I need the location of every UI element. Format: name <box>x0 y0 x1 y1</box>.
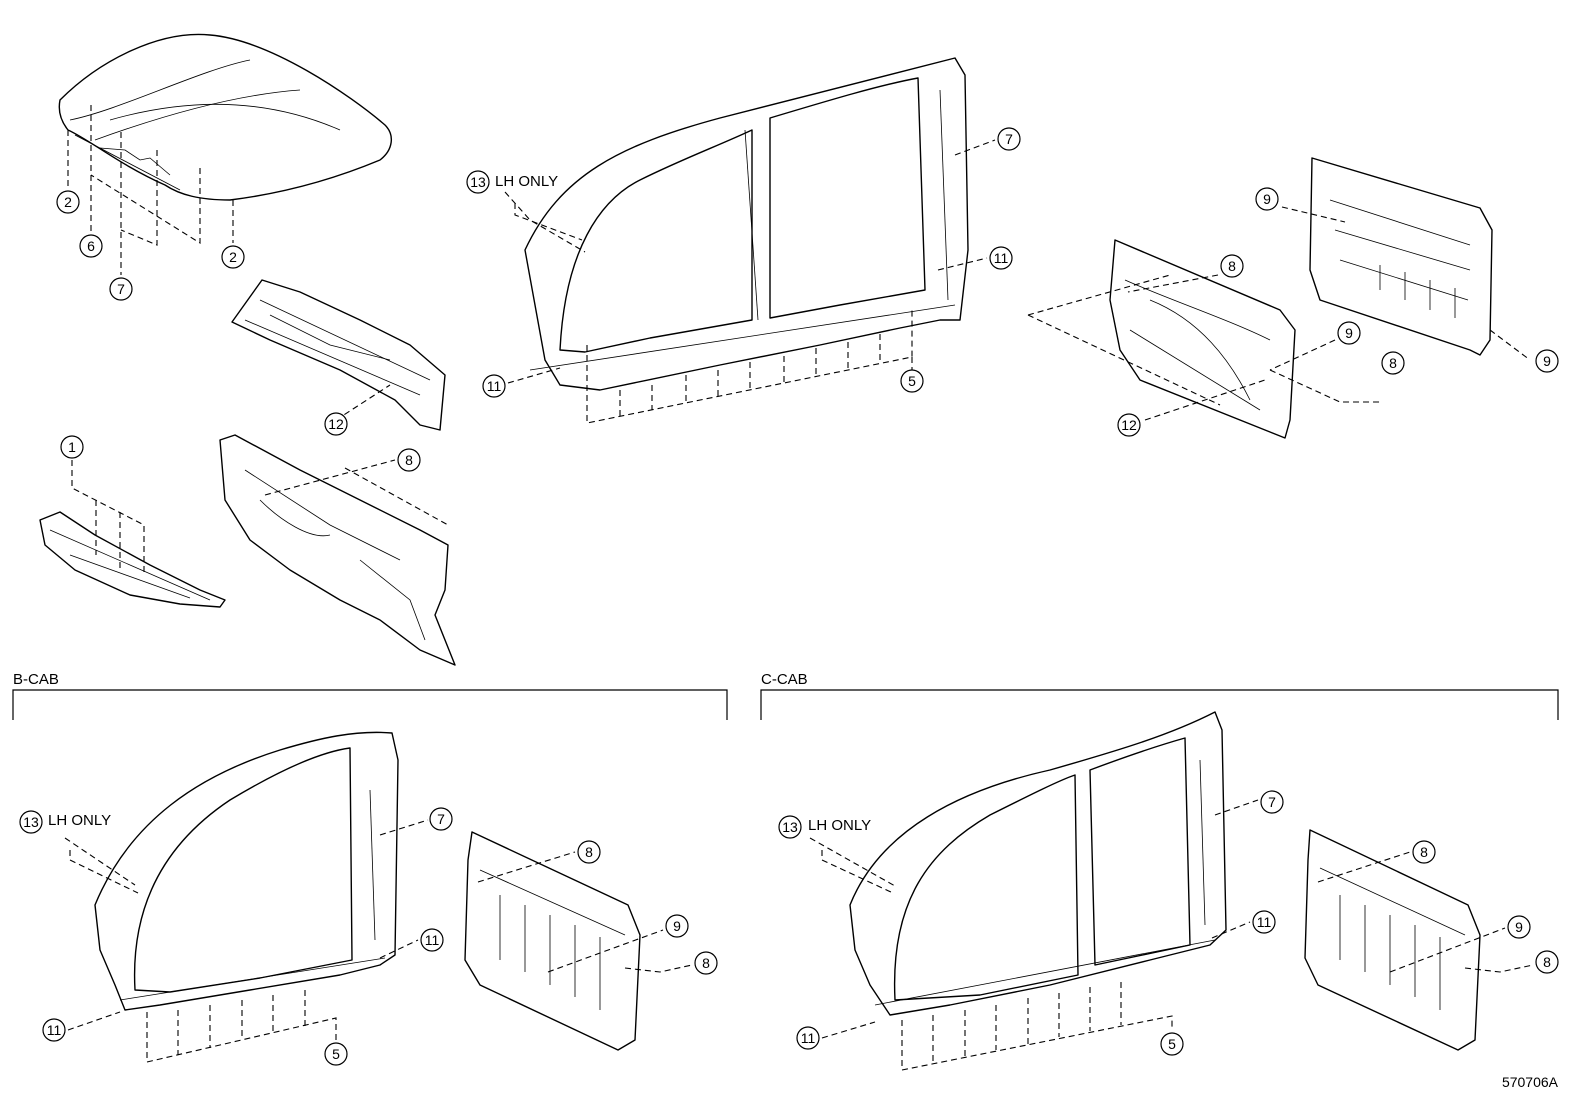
callout-8-back-top: 8 <box>1220 254 1244 278</box>
callout-9-back-top: 9 <box>1255 187 1279 211</box>
back-panel-outer <box>1309 157 1493 356</box>
svg-text:11: 11 <box>47 1022 62 1038</box>
callout-5-b-cab: 5 <box>324 1042 348 1066</box>
svg-text:8: 8 <box>1543 954 1551 970</box>
callout-8-dash: 8 <box>264 448 449 526</box>
callout-11-main-right: 11 <box>989 246 1013 270</box>
svg-text:2: 2 <box>229 249 237 265</box>
callout-1: 1 <box>60 435 84 459</box>
c-cab-label: C-CAB <box>761 671 808 688</box>
callout-9-back-mid: 9 <box>1337 321 1361 345</box>
svg-text:11: 11 <box>1257 914 1272 930</box>
b-cab-section: B-CAB 13 LH ONLY <box>12 671 728 1066</box>
callout-13-c-cab: 13 LH ONLY <box>778 815 871 839</box>
svg-text:13: 13 <box>23 814 39 830</box>
callout-11-main-left: 11 <box>482 374 506 398</box>
svg-text:5: 5 <box>908 373 916 389</box>
side-panel-main <box>524 57 969 391</box>
lh-only-note-b-cab: LH ONLY <box>48 812 111 829</box>
svg-text:9: 9 <box>1345 325 1353 341</box>
c-cab-leaders <box>809 799 1534 1071</box>
svg-text:12: 12 <box>328 416 344 432</box>
callout-13-main: 13 LH ONLY <box>466 170 558 194</box>
svg-text:9: 9 <box>1515 919 1523 935</box>
svg-text:8: 8 <box>1228 258 1236 274</box>
svg-text:9: 9 <box>673 918 681 934</box>
figure-code: 570706A <box>1502 1074 1559 1090</box>
callout-8-b-cab-bottom: 8 <box>694 951 718 975</box>
callout-11-c-cab-right: 11 <box>1252 910 1276 934</box>
b-cab-side-panel <box>94 731 399 1011</box>
callout-2-hood-right: 2 <box>221 245 245 269</box>
hood-panel <box>58 33 392 201</box>
svg-text:8: 8 <box>405 452 413 468</box>
c-cab-back-panel <box>1304 829 1481 1051</box>
svg-text:6: 6 <box>87 238 95 254</box>
callout-11-b-cab-left: 11 <box>42 1018 66 1042</box>
svg-text:11: 11 <box>801 1030 816 1046</box>
radiator-support <box>39 511 226 608</box>
c-cab-bracket <box>760 689 1559 720</box>
svg-text:7: 7 <box>117 281 125 297</box>
svg-text:11: 11 <box>487 378 502 394</box>
svg-text:13: 13 <box>782 819 798 835</box>
svg-text:1: 1 <box>68 439 76 455</box>
lh-only-note-c-cab: LH ONLY <box>808 817 871 834</box>
svg-text:7: 7 <box>1005 131 1013 147</box>
side-panel-main-leaders <box>504 139 996 424</box>
svg-text:9: 9 <box>1263 191 1271 207</box>
callout-7-c-cab: 7 <box>1260 790 1284 814</box>
callout-2-hood-left: 2 <box>56 190 80 214</box>
svg-text:5: 5 <box>332 1046 340 1062</box>
callout-7-b-cab: 7 <box>429 807 453 831</box>
back-panels-leaders <box>1027 206 1531 421</box>
c-cab-section: C-CAB 13 LH ON <box>760 671 1559 1071</box>
svg-text:2: 2 <box>64 194 72 210</box>
callout-9-back-right: 9 <box>1535 349 1559 373</box>
callout-5-main: 5 <box>900 369 924 393</box>
callout-7-hood: 7 <box>109 277 133 301</box>
svg-text:9: 9 <box>1543 353 1551 369</box>
radiator-leaders <box>71 460 145 575</box>
cowl-panel <box>231 279 446 431</box>
callout-8-b-cab-top: 8 <box>577 840 601 864</box>
svg-text:5: 5 <box>1168 1036 1176 1052</box>
svg-text:8: 8 <box>702 955 710 971</box>
svg-text:7: 7 <box>437 811 445 827</box>
svg-text:8: 8 <box>585 844 593 860</box>
callout-13-b-cab: 13 LH ONLY <box>19 810 111 834</box>
b-cab-bracket <box>12 689 728 720</box>
svg-text:13: 13 <box>470 174 486 190</box>
b-cab-back-panel <box>464 831 641 1051</box>
callout-11-b-cab-right: 11 <box>420 928 444 952</box>
svg-text:8: 8 <box>1420 844 1428 860</box>
svg-text:8: 8 <box>1389 355 1397 371</box>
callout-11-c-cab-left: 11 <box>796 1026 820 1050</box>
c-cab-side-panel <box>849 711 1227 1016</box>
svg-text:7: 7 <box>1268 794 1276 810</box>
svg-text:11: 11 <box>425 932 440 948</box>
callout-6-hood: 6 <box>79 234 103 258</box>
callout-5-c-cab: 5 <box>1160 1032 1184 1056</box>
callout-12-cowl: 12 <box>324 384 391 436</box>
callout-8-back-mid: 8 <box>1381 351 1405 375</box>
svg-text:11: 11 <box>994 250 1009 266</box>
b-cab-leaders <box>64 819 693 1063</box>
hood-leaders <box>67 105 234 275</box>
svg-text:12: 12 <box>1121 417 1137 433</box>
callout-12-back: 12 <box>1117 413 1141 437</box>
callout-7-main: 7 <box>997 127 1021 151</box>
callout-9-c-cab: 9 <box>1507 915 1531 939</box>
lh-only-note: LH ONLY <box>495 173 558 190</box>
callout-8-c-cab-top: 8 <box>1412 840 1436 864</box>
back-panel-inner <box>1109 239 1296 439</box>
callout-8-c-cab-bottom: 8 <box>1535 950 1559 974</box>
callout-9-b-cab: 9 <box>665 914 689 938</box>
b-cab-label: B-CAB <box>13 671 59 688</box>
dash-panel <box>219 434 456 666</box>
